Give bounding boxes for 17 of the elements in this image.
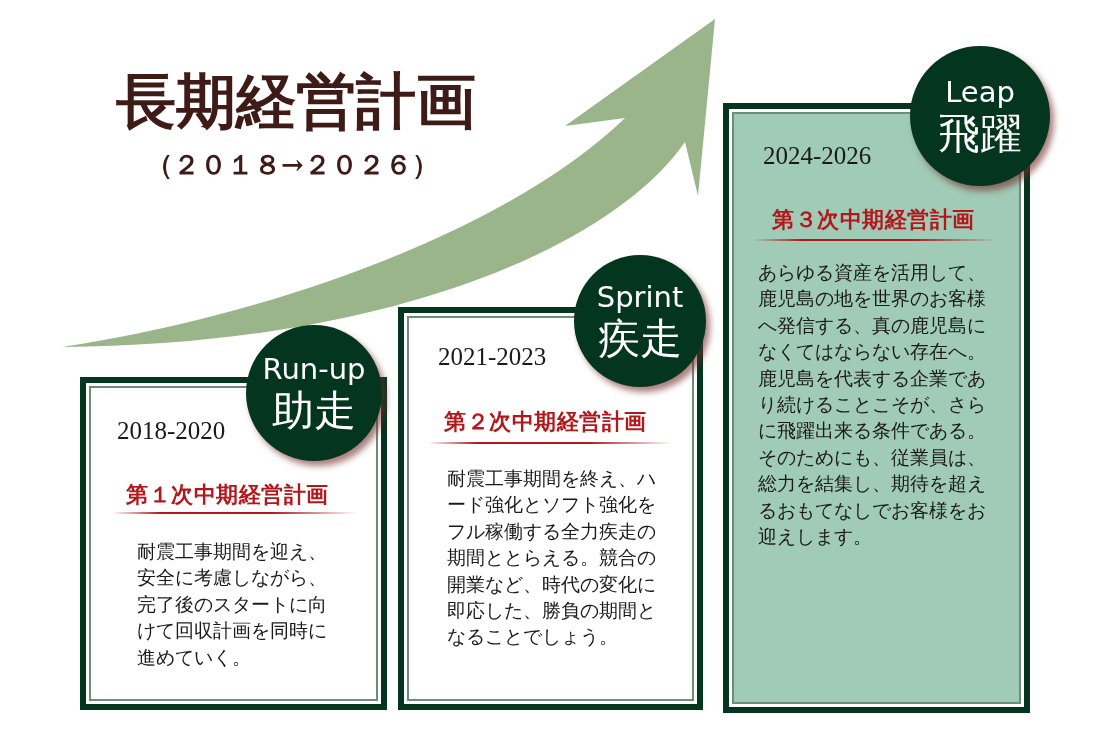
- year-range: 2018-2020: [117, 418, 226, 443]
- body-text: 耐震工事期間を迎え、安全に考慮しながら、完了後のスタートに向けて回収計画を同時に進めていく。: [137, 539, 328, 670]
- stage-name: Run-up: [262, 354, 366, 384]
- year-range: 2024-2026: [763, 143, 872, 168]
- stage-kanji: 疾走: [598, 317, 682, 360]
- stage-kanji: 助走: [272, 389, 356, 432]
- year-range: 2021-2023: [438, 344, 547, 369]
- plan-heading: 第２次中期経営計画: [444, 410, 647, 432]
- body-text: 耐震工事期間を終え、ハード強化とソフト強化をフル稼働する全力疾走の期間ととらえる。競合の開業など、時代の変化に即応した、勝負の期間となることでしょう。: [447, 466, 657, 650]
- title: 長期経営計画: [116, 71, 476, 131]
- stage-name: Sprint: [596, 282, 684, 312]
- body-text: あらゆる資産を活用して、鹿児島の地を世界のお客様へ発信する、真の鹿児島になくてはならない存在へ。鹿児島を代表する企業であり続けることこそが、さらに飛躍出来る条件である。そのためにも、従業員は、総力を結集し、期待を超えるおもてなしでお客様をお迎えします。: [758, 260, 987, 550]
- stage-name: Leap: [945, 77, 1015, 107]
- stage-kanji: 飛躍: [938, 112, 1022, 155]
- plan-heading: 第３次中期経営計画: [772, 208, 975, 230]
- period-subtitle: （２０１８→２０２６）: [146, 151, 439, 178]
- plan-heading: 第１次中期経営計画: [126, 483, 329, 505]
